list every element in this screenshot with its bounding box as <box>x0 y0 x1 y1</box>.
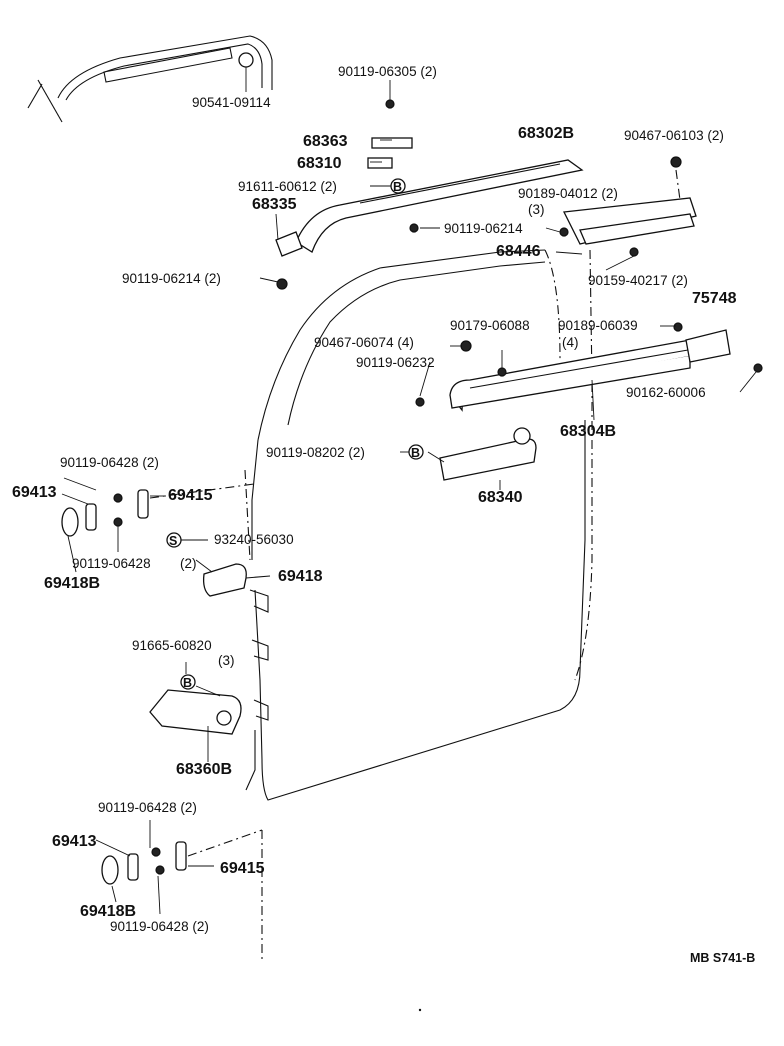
part-number-label: (2) <box>180 556 197 571</box>
door-check <box>202 563 271 597</box>
part-number-label: (3) <box>528 202 545 217</box>
symbol-b: B <box>393 180 402 194</box>
corner-piece <box>563 156 697 245</box>
part-number-label: 69413 <box>52 833 97 850</box>
lower-channel <box>449 322 731 412</box>
part-number-label: 68335 <box>252 196 297 213</box>
part-number-label: 90119-06428 <box>72 556 151 571</box>
upper-frame-moulding <box>275 159 584 257</box>
part-number-label: 69415 <box>220 860 265 877</box>
part-number-label: 90159-40217 (2) <box>588 273 688 288</box>
diagram-reference-code: MB S741-B <box>690 951 755 965</box>
part-number-label: 69418B <box>44 575 100 592</box>
fasteners <box>276 99 763 407</box>
door-outline <box>244 249 593 960</box>
part-number-label: 75748 <box>692 290 737 307</box>
symbol-b: B <box>411 446 420 460</box>
part-number-label: 90467-06103 (2) <box>624 128 724 143</box>
part-number-label: 90119-08202 (2) <box>266 445 365 460</box>
part-number-label: 91665-60820 <box>132 638 212 653</box>
part-number-label: 68304B <box>560 423 616 440</box>
callouts: 90119-06305 (2) 90541-09114 68363 68302B… <box>12 64 737 934</box>
part-number-label: 90119-06214 (2) <box>122 271 221 286</box>
part-number-label: 69418 <box>278 568 323 585</box>
hinge-upper <box>61 483 255 537</box>
hinge-lower <box>101 829 263 885</box>
part-number-label: 90119-06428 (2) <box>98 800 197 815</box>
part-number-label: 90119-06214 <box>444 221 523 236</box>
part-number-label: 90162-60006 <box>626 385 706 400</box>
leader-lines <box>61 80 757 915</box>
part-number-label: 90189-06039 <box>558 318 638 333</box>
part-number-label: 68310 <box>297 155 342 172</box>
reference-symbols: B B S B <box>166 178 424 690</box>
part-number-label: 90179-06088 <box>450 318 530 333</box>
part-number-label: 93240-56030 <box>214 532 294 547</box>
bracket-68340 <box>439 427 537 481</box>
part-number-label: 69413 <box>12 484 57 501</box>
part-number-label: (3) <box>218 653 235 668</box>
part-number-label: (4) <box>562 335 579 350</box>
part-number-label: 68302B <box>518 125 574 142</box>
part-number-label: 90541-09114 <box>192 95 271 110</box>
part-number-label: 91611-60612 (2) <box>238 179 337 194</box>
part-number-label: 69418B <box>80 903 136 920</box>
part-number-label: 68360B <box>176 761 232 778</box>
part-number-label: 68363 <box>303 133 348 150</box>
part-number-label: 68446 <box>496 243 541 260</box>
stray-dot <box>418 1008 422 1012</box>
part-number-label: 90119-06428 (2) <box>110 919 209 934</box>
part-number-label: 90119-06305 (2) <box>338 64 437 79</box>
part-number-label: 69415 <box>168 487 213 504</box>
part-number-label: 90119-06428 (2) <box>60 455 159 470</box>
symbol-b: B <box>183 676 192 690</box>
part-number-label: 90189-04012 (2) <box>518 186 618 201</box>
symbol-s: S <box>169 534 177 548</box>
roof-outline <box>27 35 273 123</box>
lower-hinge-bracket <box>149 689 242 762</box>
part-number-label: 68340 <box>478 489 523 506</box>
part-number-label: 90119-06232 <box>356 355 435 370</box>
part-number-label: 90467-06074 (4) <box>314 335 414 350</box>
